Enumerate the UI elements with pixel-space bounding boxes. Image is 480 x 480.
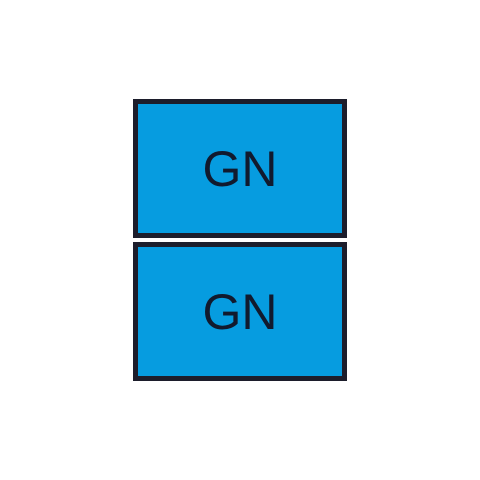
gn-block-bottom-label: GN: [202, 283, 278, 340]
gn-block-top-label: GN: [202, 140, 278, 197]
gn-block-bottom: GN: [133, 242, 347, 381]
gn-block-top: GN: [133, 99, 347, 238]
